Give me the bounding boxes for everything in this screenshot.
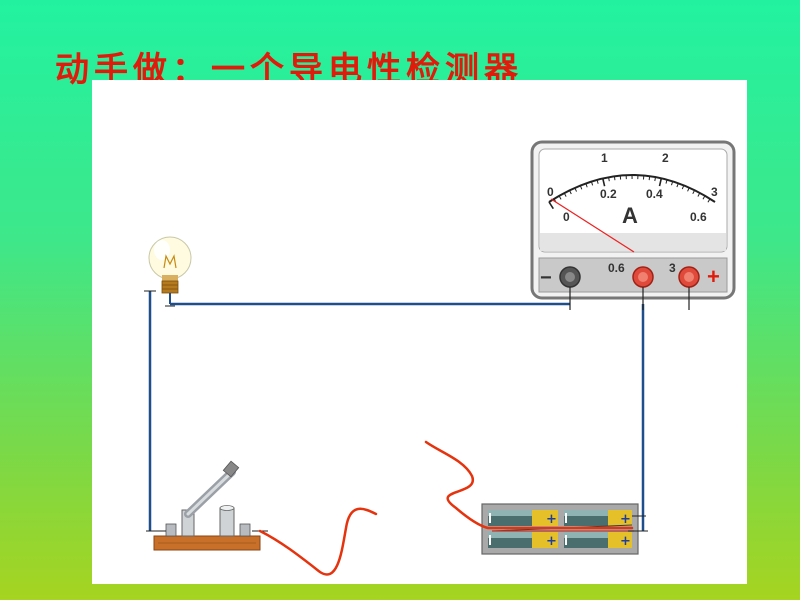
- scale-tick: [548, 201, 554, 210]
- scale-top-label-3: 3: [711, 185, 718, 199]
- bulb-glass: [148, 236, 192, 280]
- terminal-3-label: 3: [669, 261, 676, 275]
- scale-bottom-label-0-6: 0.6: [690, 210, 707, 224]
- scale-tick: [569, 190, 572, 195]
- terminal-plus-label: +: [707, 264, 720, 289]
- scale-bottom-label-0-4: 0.4: [646, 187, 663, 201]
- scale-tick: [671, 181, 674, 186]
- ammeter-needle: [550, 198, 635, 253]
- switch-screw-right: [239, 523, 251, 537]
- scale-tick: [692, 190, 696, 195]
- scale-tick: [563, 192, 567, 197]
- battery-cell-2: +: [564, 510, 632, 527]
- switch-screw-left: [165, 523, 177, 537]
- scale-tick: [665, 179, 668, 184]
- scale-tick: [702, 195, 706, 200]
- bulb-filament: [163, 254, 177, 269]
- scale-tick: [574, 187, 577, 192]
- battery-cell-4: +: [564, 532, 632, 549]
- bulb-neck: [162, 275, 178, 281]
- probe-wire-right[interactable]: [424, 440, 634, 530]
- terminal-minus-label: −: [540, 267, 552, 289]
- switch-post-right: [219, 507, 235, 537]
- terminal-0-6-label: 0.6: [608, 261, 625, 275]
- knife-switch[interactable]: [146, 460, 268, 551]
- scale-bottom-label-0: 0: [563, 210, 570, 224]
- scale-tick: [654, 176, 657, 182]
- circuit-wires: [148, 291, 645, 531]
- scale-top-label-0: 0: [547, 185, 554, 199]
- battery-cell-3: +: [488, 532, 558, 549]
- terminal-0-6[interactable]: [632, 266, 654, 310]
- scale-tick: [648, 176, 651, 181]
- battery-cell-1: +: [488, 510, 558, 527]
- svg-text:+: +: [620, 534, 631, 549]
- scale-tick: [579, 185, 583, 190]
- terminal-3[interactable]: [678, 266, 700, 310]
- svg-text:+: +: [620, 512, 631, 527]
- scale-tick: [613, 176, 616, 181]
- scale-tick: [590, 181, 594, 186]
- ammeter-unit-label: A: [622, 203, 638, 228]
- scale-tick: [697, 192, 701, 197]
- scale-tick: [658, 178, 663, 187]
- scale-tick: [681, 185, 685, 190]
- probe-wire-left[interactable]: [258, 507, 378, 576]
- scale-bottom-label-0-2: 0.2: [600, 187, 617, 201]
- bulb-base: [161, 280, 179, 294]
- scale-tick: [585, 183, 588, 188]
- terminal-negative[interactable]: [559, 266, 581, 310]
- scale-top-label-2: 2: [662, 151, 669, 165]
- svg-text:+: +: [546, 534, 557, 549]
- ammeter-dotted-band: [540, 233, 726, 251]
- circuit-diagram: 0 1 2 3 0 0.2 0.4 0.6 A − 0.6 3: [144, 140, 736, 576]
- scale-tick: [676, 183, 679, 188]
- scale-tick: [707, 198, 711, 203]
- scale-tick: [687, 187, 690, 192]
- switch-handle: [222, 460, 240, 478]
- scale-tick: [596, 179, 599, 184]
- scale-tick: [558, 195, 562, 200]
- ammeter-scale-ticks: [548, 175, 711, 210]
- scale-tick: [602, 178, 606, 187]
- ammeter-scale-arc: [548, 174, 716, 203]
- circuit-panel: 0 1 2 3 0 0.2 0.4 0.6 A − 0.6 3: [92, 80, 747, 584]
- ammeter: 0 1 2 3 0 0.2 0.4 0.6 A − 0.6 3: [530, 140, 736, 310]
- svg-text:+: +: [546, 512, 557, 527]
- scale-top-label-1: 1: [601, 151, 608, 165]
- scale-tick: [608, 177, 610, 182]
- light-bulb: [144, 236, 192, 307]
